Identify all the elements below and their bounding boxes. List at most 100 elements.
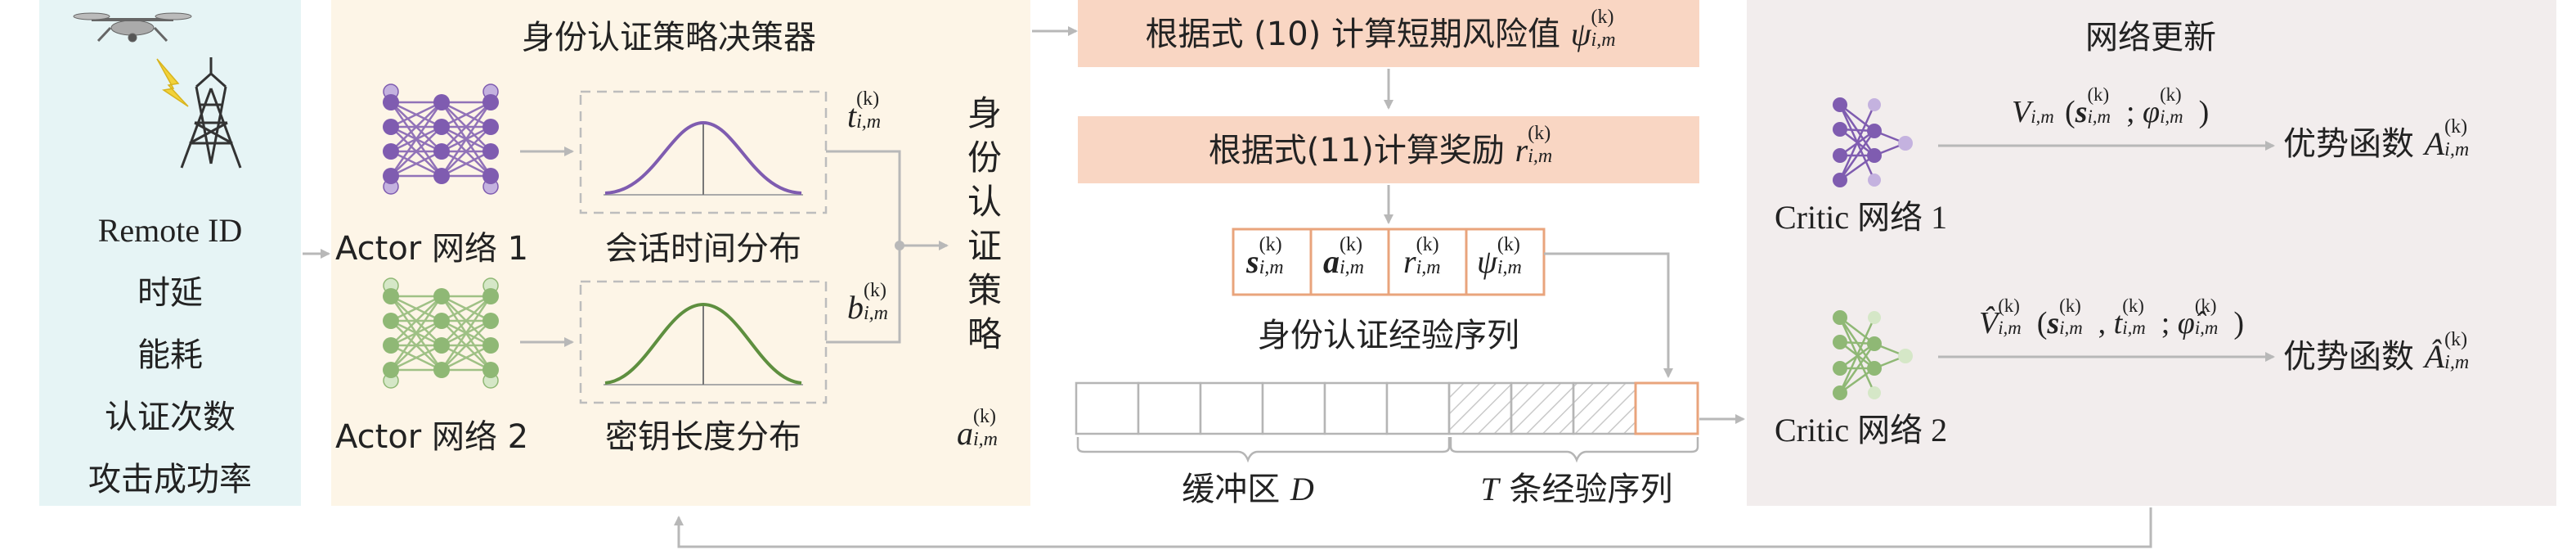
critic1-value-expr-close: ) (2198, 95, 2210, 129)
reward-prefix: 根据式(11)计算奖励 (1208, 132, 1515, 169)
session-time-var-symbol: t (847, 97, 857, 134)
sup-k: (k) (1528, 122, 1551, 144)
key-length-dist-label: 密钥长度分布 (605, 418, 801, 456)
input-auth-count: 认证次数 (105, 399, 236, 436)
critic2-value-expr-sep: ; (2161, 306, 2178, 340)
sup-k: (k) (1998, 295, 2020, 317)
sup-k: (k) (1340, 233, 1362, 255)
feedback-loop-arrow (674, 507, 2152, 548)
input-energy: 能耗 (137, 336, 203, 374)
input-latency: 时延 (137, 274, 203, 312)
risk-value-text: 根据式 (10) 计算短期风险值 ψ(k)i,m (1145, 7, 1631, 53)
sup-k: (k) (2160, 84, 2182, 106)
critic2-label: Critic 网络 2 (1775, 412, 1948, 449)
policy-char-3: 认 (967, 182, 1003, 222)
policy-char-4: 证 (967, 226, 1003, 266)
reward-text: 根据式(11)计算奖励 r(k)i,m (1208, 124, 1568, 169)
policy-char-2: 份 (967, 137, 1003, 178)
sub-im: i,m (1340, 256, 1364, 278)
sub-im: i,m (2122, 318, 2146, 339)
sub-im: i,m (856, 110, 882, 133)
key-length-var-symbol: b (847, 289, 864, 326)
sub-im: i,m (2031, 106, 2054, 128)
advantage2-text: 优势函数 (2283, 338, 2425, 376)
t-sequence-label: T 条经验序列 (1480, 471, 1673, 508)
sub-im: i,m (2160, 106, 2183, 128)
t-sequence-brace (1449, 437, 1699, 463)
tuple-action-symbol: a (1323, 243, 1340, 280)
critic2-value-expr-phi: φ̂ (2177, 306, 2195, 340)
sup-k: (k) (2194, 295, 2217, 317)
actor1-label: Actor 网络 1 (335, 230, 529, 268)
advantage1-text: 优势函数 (2283, 125, 2425, 163)
critic1-network-icon (1833, 97, 1913, 187)
drone-icon (73, 12, 192, 43)
tower-icon (180, 57, 242, 169)
input-attack-success-rate: 攻击成功率 (88, 461, 252, 498)
sup-k: (k) (864, 279, 886, 301)
critic1-value-expr-s: s (2075, 95, 2088, 129)
sub-im: i,m (1416, 256, 1441, 278)
policy-char-6: 略 (967, 314, 1003, 354)
sub-im: i,m (1591, 29, 1616, 51)
policy-char-1: 身 (967, 93, 1003, 133)
advantage1-symbol: A (2424, 125, 2445, 162)
policy-var-symbol: a (957, 415, 973, 452)
experience-tuple (1232, 228, 1546, 296)
buffer-brace (1076, 437, 1451, 463)
critic2-network-icon (1833, 310, 1913, 400)
sup-k: (k) (2087, 84, 2110, 106)
critic2-value-expr: V̂(k)i,m(s(k)i,m, t(k)i,m; φ̂(k)i,m) (1979, 297, 2244, 340)
experience-sequence-label: 身份认证经验序列 (1258, 317, 1519, 354)
tuple-reward: r(k)i,m (1403, 235, 1457, 280)
risk-value-prefix: 根据式 (10) 计算短期风险值 (1145, 16, 1571, 53)
risk-value-symbol: ψ (1570, 16, 1591, 52)
critic2-value-expr-open: ( (2036, 306, 2048, 340)
session-time-curve (604, 120, 803, 196)
advantage2-symbol: Â (2424, 338, 2445, 375)
sub-im: i,m (1497, 256, 1522, 278)
buffer-symbol: D (1290, 471, 1314, 507)
session-time-dist-label: 会话时间分布 (605, 230, 801, 268)
critic1-label: Critic 网络 1 (1775, 199, 1948, 236)
sub-im: i,m (2059, 318, 2083, 339)
sup-k: (k) (2444, 328, 2468, 350)
tuple-risk-symbol: ψ (1477, 243, 1497, 280)
critic2-value-expr-t: t (2113, 306, 2123, 340)
sup-k: (k) (1497, 233, 1520, 255)
advantage2-label: 优势函数 Â(k)i,m (2283, 330, 2485, 376)
sup-k: (k) (2122, 295, 2144, 317)
tuple-reward-symbol: r (1403, 243, 1416, 280)
decider-panel (331, 0, 1030, 506)
sub-im: i,m (2194, 318, 2219, 339)
session-time-dist-box (579, 90, 828, 214)
tuple-state: s(k)i,m (1246, 235, 1300, 280)
sup-k: (k) (1416, 233, 1439, 255)
sub-im: i,m (2444, 138, 2470, 160)
t-sequence-text: 条经验序列 (1498, 471, 1673, 508)
actor2-network-icon (383, 277, 499, 389)
policy-char-5: 策 (967, 270, 1003, 310)
critic2-value-expr-v: V̂ (1979, 306, 1999, 340)
sub-im: i,m (1998, 318, 2022, 339)
t-sequence-symbol: T (1480, 471, 1499, 507)
sup-k: (k) (1259, 233, 1282, 255)
sup-k: (k) (2059, 295, 2081, 317)
tuple-state-symbol: s (1246, 243, 1259, 280)
sup-k: (k) (973, 405, 996, 427)
buffer-label: 缓冲区 D (1182, 471, 1314, 508)
session-time-var: t(k)i,m (847, 89, 897, 134)
lightning-icon (156, 58, 189, 107)
sub-im: i,m (1259, 256, 1284, 278)
sub-im: i,m (2087, 106, 2111, 128)
policy-var: a(k)i,m (957, 407, 1014, 452)
sub-im: i,m (864, 302, 888, 324)
advantage1-label: 优势函数 A(k)i,m (2283, 117, 2485, 163)
key-length-dist-box (579, 280, 828, 404)
newest-buffer-cell (1634, 381, 1699, 435)
critic2-value-expr-s: s (2047, 306, 2060, 340)
critic1-value-expr-sep: ; (2125, 95, 2143, 129)
buffer-label-text: 缓冲区 (1182, 471, 1290, 508)
